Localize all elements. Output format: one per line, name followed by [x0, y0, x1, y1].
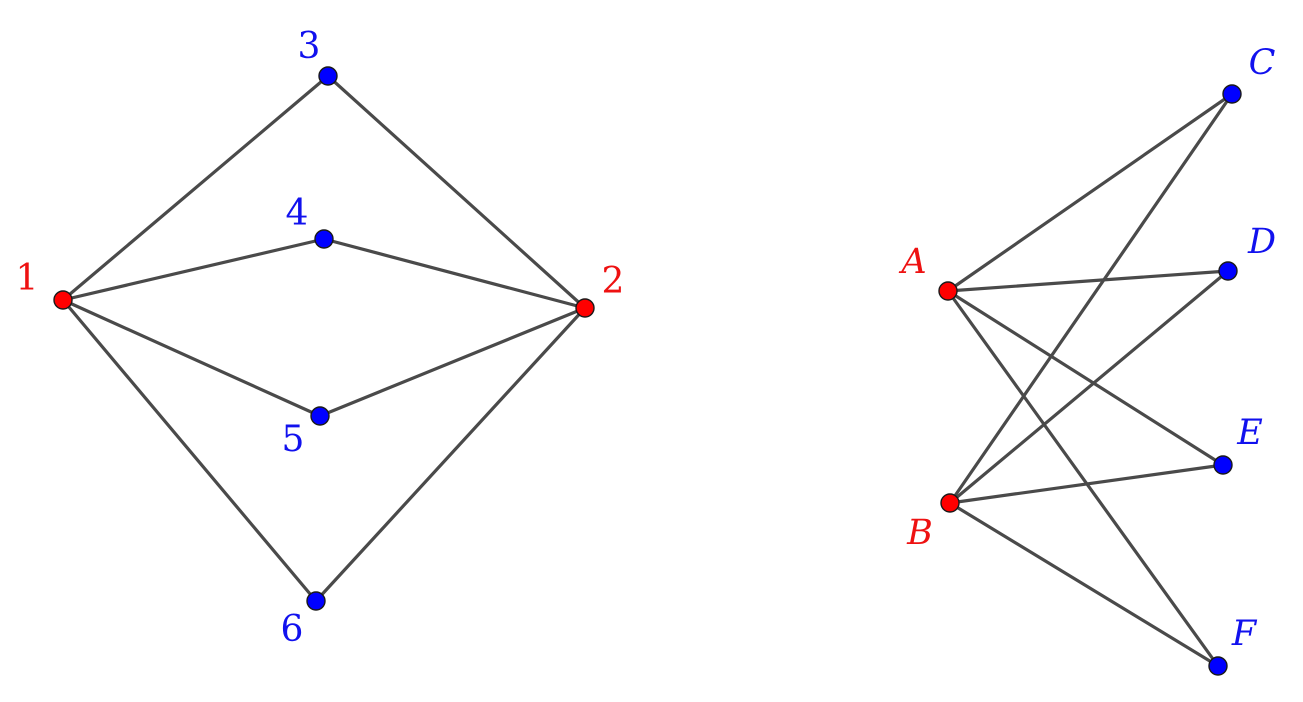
- node-label-E: E: [1236, 413, 1263, 453]
- edge-2-4: [322, 237, 587, 310]
- edge-1-4: [61, 237, 326, 302]
- node-label-A: A: [898, 242, 926, 282]
- edge-B-E: [948, 463, 1225, 505]
- node-label-3: 3: [298, 26, 321, 67]
- edge-2-6: [314, 306, 587, 603]
- edge-1-5: [61, 298, 322, 418]
- node-B: [940, 493, 960, 513]
- node-label-4: 4: [286, 193, 309, 234]
- node-label-1: 1: [16, 258, 39, 299]
- node-5: [310, 406, 330, 426]
- edge-B-D: [948, 269, 1230, 505]
- edges-layer: [61, 74, 1234, 668]
- edge-A-F: [946, 289, 1220, 668]
- node-3: [318, 66, 338, 86]
- node-label-6: 6: [281, 609, 304, 650]
- node-A: [938, 281, 958, 301]
- node-label-D: D: [1247, 222, 1276, 262]
- node-2: [575, 298, 595, 318]
- node-D: [1218, 261, 1238, 281]
- node-6: [306, 591, 326, 611]
- edge-A-E: [946, 289, 1225, 467]
- edge-B-C: [948, 92, 1234, 505]
- edge-A-D: [946, 269, 1230, 293]
- node-label-C: C: [1249, 43, 1276, 83]
- edge-A-C: [946, 92, 1234, 293]
- node-label-2: 2: [602, 261, 625, 302]
- edge-1-6: [61, 298, 318, 603]
- node-label-5: 5: [282, 419, 305, 460]
- node-1: [53, 290, 73, 310]
- labels-layer: 1 2 3 4 5 6 A B C D E F: [16, 26, 1276, 654]
- edge-2-5: [318, 306, 587, 418]
- node-label-B: B: [906, 513, 933, 553]
- node-4: [314, 229, 334, 249]
- edge-B-F: [948, 501, 1220, 668]
- nodes-layer: [53, 66, 1242, 676]
- edge-1-3: [61, 74, 330, 302]
- edge-2-3: [326, 74, 587, 310]
- node-F: [1208, 656, 1228, 676]
- node-label-F: F: [1231, 614, 1258, 654]
- node-E: [1213, 455, 1233, 475]
- node-C: [1222, 84, 1242, 104]
